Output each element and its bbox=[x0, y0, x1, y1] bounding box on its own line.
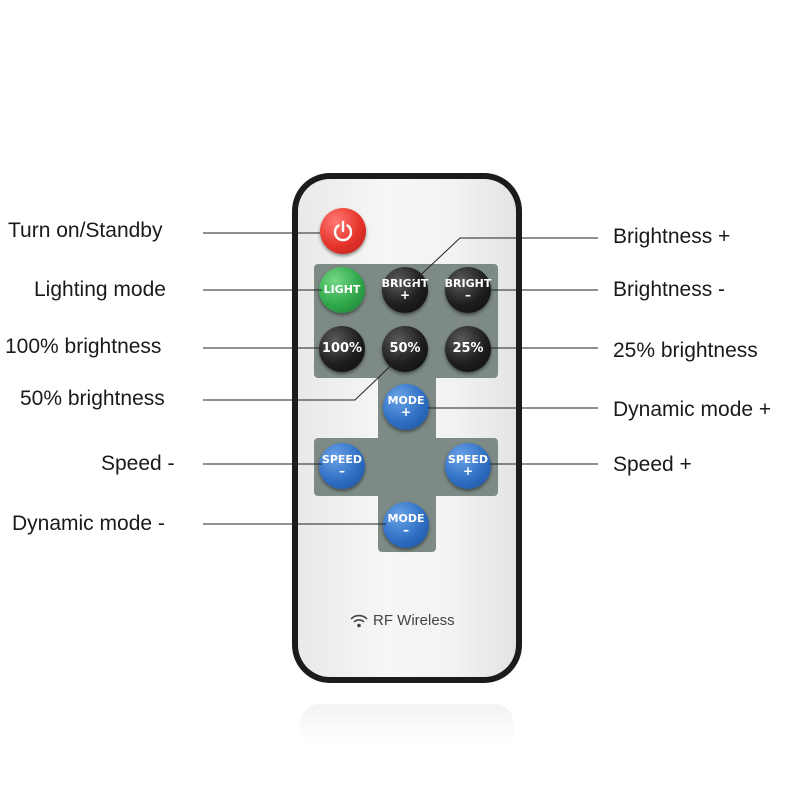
mode-plus-label: MODE bbox=[387, 393, 425, 407]
label-dynamic-mode-plus: Dynamic mode + bbox=[613, 398, 772, 421]
mode-plus-button[interactable]: MODE + bbox=[383, 384, 429, 430]
line-brightness-plus bbox=[409, 237, 598, 286]
rf-wireless-brand: RF Wireless bbox=[350, 612, 455, 629]
brightness-100-button[interactable]: 100% bbox=[319, 326, 365, 372]
line-brightness-50 bbox=[203, 353, 404, 401]
label-brightness-minus: Brightness - bbox=[613, 278, 726, 301]
brightness-100-label: 100% bbox=[321, 341, 363, 357]
power-icon bbox=[333, 220, 353, 242]
light-button[interactable]: LIGHT bbox=[319, 267, 365, 313]
mode-minus-button[interactable]: MODE – bbox=[383, 502, 429, 548]
brightness-25-label: 25% bbox=[452, 341, 484, 357]
bright-plus-label: BRIGHT bbox=[381, 276, 429, 290]
label-dynamic-mode-minus: Dynamic mode - bbox=[12, 512, 165, 535]
brightness-50-label: 50% bbox=[389, 341, 421, 357]
brightness-25-button[interactable]: 25% bbox=[445, 326, 491, 372]
rf-wireless-text: RF Wireless bbox=[373, 612, 455, 629]
label-brightness-plus: Brightness + bbox=[613, 225, 731, 248]
label-speed-plus: Speed + bbox=[613, 453, 692, 476]
power-button[interactable] bbox=[320, 208, 366, 254]
bright-plus-sign: + bbox=[399, 288, 411, 303]
remote-reflection bbox=[300, 704, 514, 744]
mode-minus-sign: – bbox=[403, 523, 409, 538]
mode-plus-sign: + bbox=[400, 405, 412, 420]
label-25-brightness: 25% brightness bbox=[613, 339, 758, 362]
label-100-brightness: 100% brightness bbox=[5, 335, 162, 358]
speed-plus-label: SPEED bbox=[447, 452, 489, 466]
speed-minus-button[interactable]: SPEED – bbox=[319, 443, 365, 489]
speed-plus-sign: + bbox=[462, 464, 474, 479]
label-turn-on-standby: Turn on/Standby bbox=[8, 219, 163, 242]
speed-minus-label: SPEED bbox=[321, 452, 363, 466]
brightness-50-button[interactable]: 50% bbox=[382, 326, 428, 372]
wifi-signal-icon bbox=[350, 614, 368, 627]
speed-plus-button[interactable]: SPEED + bbox=[445, 443, 491, 489]
mode-minus-label: MODE bbox=[387, 511, 425, 525]
label-50-brightness: 50% brightness bbox=[20, 387, 165, 410]
label-speed-minus: Speed - bbox=[101, 452, 175, 475]
label-lighting-mode: Lighting mode bbox=[34, 278, 166, 301]
bright-minus-sign: – bbox=[465, 288, 471, 303]
bright-minus-button[interactable]: BRIGHT – bbox=[445, 267, 491, 313]
bright-minus-label: BRIGHT bbox=[444, 276, 492, 290]
speed-minus-sign: – bbox=[339, 464, 345, 479]
light-button-label: LIGHT bbox=[323, 283, 361, 297]
